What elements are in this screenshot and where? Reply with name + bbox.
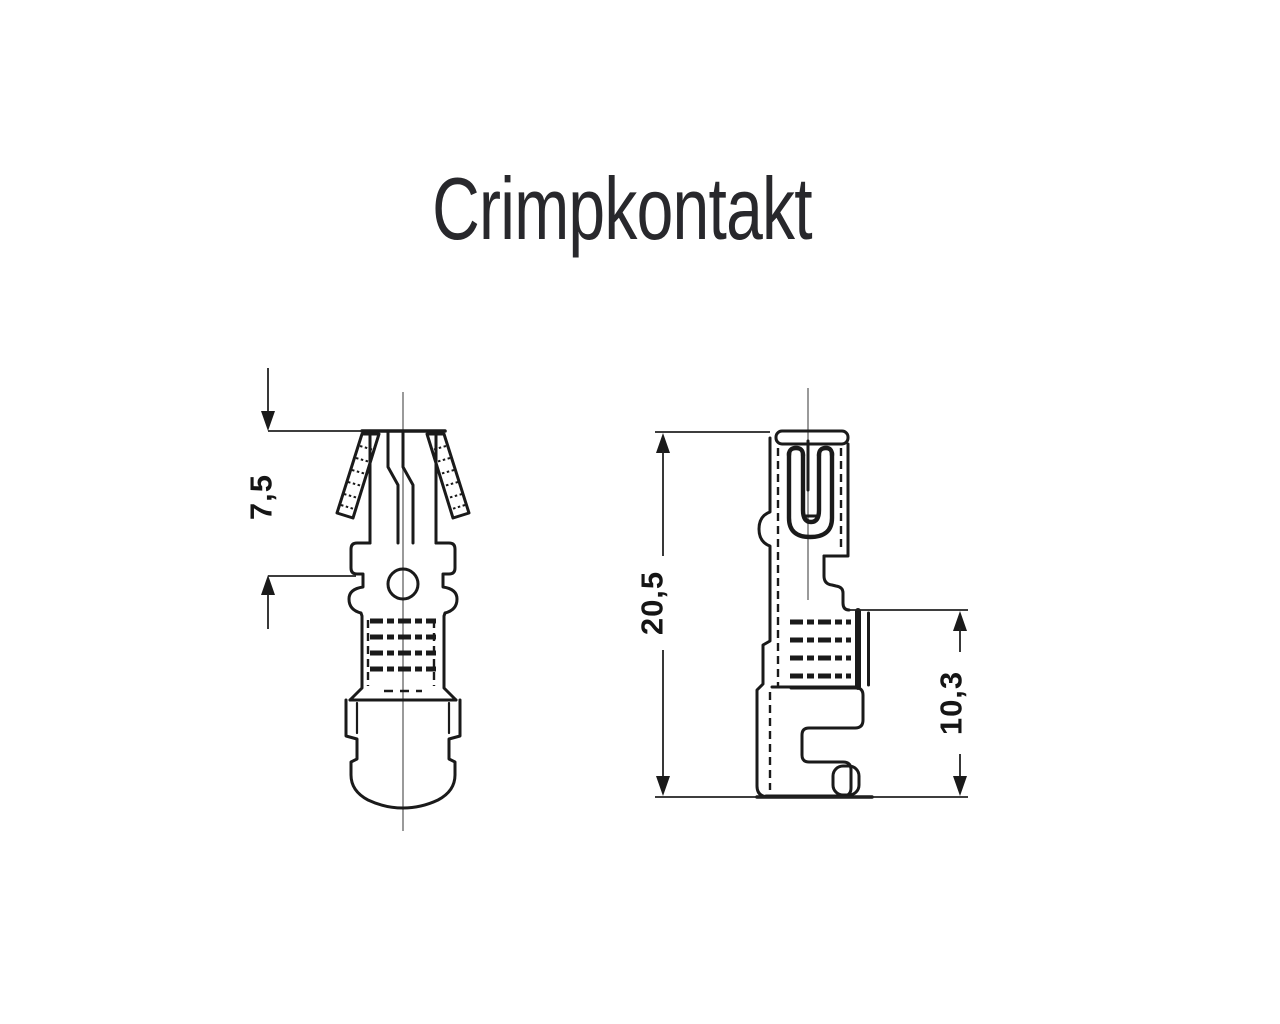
dim205-arrow-up-icon bbox=[656, 433, 670, 453]
front-hole bbox=[386, 567, 420, 601]
front-barrel-inner-ears bbox=[355, 701, 451, 735]
front-left-wing bbox=[335, 432, 381, 520]
side-comb-foot bbox=[831, 764, 861, 797]
side-spring-tops bbox=[786, 445, 835, 458]
dim103-arrow-up-icon bbox=[953, 611, 967, 631]
dimension-side-lower: 10,3 bbox=[849, 609, 969, 796]
front-shoulder-right bbox=[434, 541, 459, 702]
front-left-wing-hatch bbox=[340, 445, 375, 510]
side-comb-outline bbox=[764, 685, 865, 798]
front-barrel-outline bbox=[344, 698, 462, 810]
dim103-label: 10,3 bbox=[934, 671, 969, 735]
front-blade-left bbox=[386, 429, 400, 545]
side-left-wall bbox=[755, 436, 772, 799]
dim75-label: 7,5 bbox=[244, 474, 279, 520]
side-box-top-cap bbox=[774, 429, 850, 446]
side-box-right-wall bbox=[822, 442, 850, 558]
dimension-front-upper: 7,5 bbox=[244, 368, 362, 629]
dim103-arrow-down-icon bbox=[953, 776, 967, 796]
front-blade-right bbox=[401, 429, 415, 545]
front-shoulder-left bbox=[347, 541, 372, 702]
dim205-arrow-down-icon bbox=[656, 776, 670, 796]
side-spring-outer bbox=[786, 450, 835, 540]
front-right-wing bbox=[425, 432, 471, 520]
dim75-arrow-down-icon bbox=[261, 411, 275, 431]
page-title: Crimpkontakt bbox=[432, 161, 813, 258]
dim75-arrow-up-icon bbox=[261, 575, 275, 595]
side-view bbox=[755, 388, 874, 799]
dim205-label: 20,5 bbox=[635, 571, 670, 635]
front-view bbox=[335, 392, 471, 831]
front-right-wing-hatch bbox=[431, 445, 466, 510]
dimension-side-overall: 20,5 bbox=[635, 431, 968, 798]
side-spring-inner bbox=[800, 452, 822, 525]
side-step-tab bbox=[822, 554, 851, 612]
